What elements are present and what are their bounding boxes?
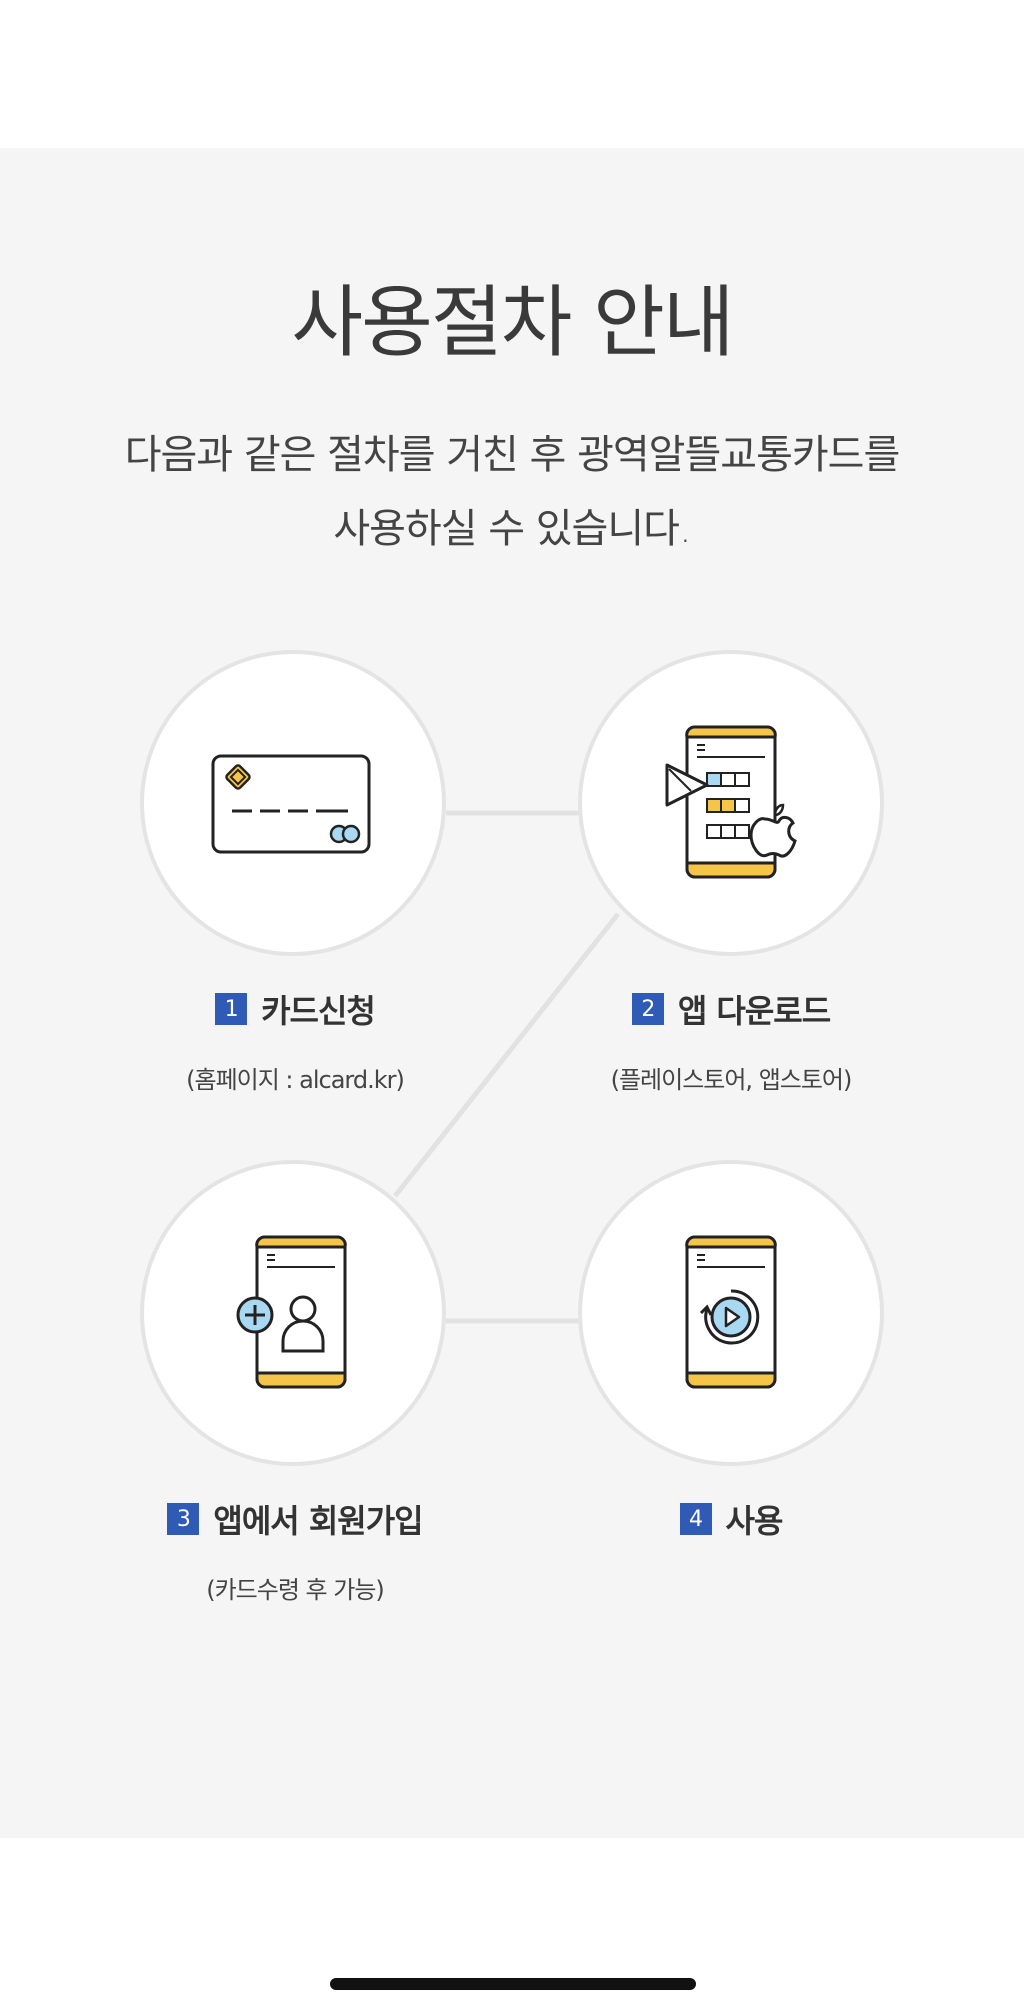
step-2-circle (578, 650, 884, 956)
member-signup-icon (236, 1235, 347, 1389)
step-1-label: 1 카드신청 (85, 986, 505, 1032)
step-3-sub: (카드수령 후 가능) (206, 1576, 385, 1604)
description-line-2: 사용하실 수 있습니다. (333, 506, 691, 552)
step-4-number: 4 (679, 1503, 712, 1535)
description-line-1: 다음과 같은 절차를 거친 후 광역알뜰교통카드를 (124, 432, 901, 478)
credit-card-icon (211, 754, 371, 854)
step-1-sub: (홈페이지 : alcard.kr) (186, 1066, 405, 1094)
step-4-label: 4 사용 (521, 1496, 941, 1542)
usage-guide-section: 사용절차 안내 다음과 같은 절차를 거친 후 광역알뜰교통카드를 사용하실 수… (0, 148, 1024, 1838)
connector-2-3 (393, 912, 620, 1198)
top-blank-area (0, 0, 1024, 148)
step-2-sub: (플레이스토어, 앱스토어) (610, 1066, 853, 1094)
step-4-circle (578, 1160, 884, 1466)
step-1-circle (140, 650, 446, 956)
step-4-title: 사용 (725, 1502, 784, 1540)
home-indicator[interactable] (330, 1978, 696, 1990)
guide-description: 다음과 같은 절차를 거친 후 광역알뜰교통카드를 사용하실 수 있습니다. (60, 418, 964, 566)
step-3-label: 3 앱에서 회원가입 (85, 1496, 505, 1542)
step-3-number: 3 (167, 1503, 200, 1535)
step-3-circle (140, 1160, 446, 1466)
step-2-title: 앱 다운로드 (677, 992, 831, 1030)
step-connectors (393, 810, 620, 1324)
step-3-title: 앱에서 회원가입 (213, 1502, 423, 1540)
step-1-title: 카드신청 (261, 992, 376, 1030)
page-title: 사용절차 안내 (291, 278, 734, 368)
app-download-icon (665, 725, 797, 879)
step-2-label: 2 앱 다운로드 (521, 986, 941, 1032)
step-1-number: 1 (215, 993, 248, 1025)
step-2-number: 2 (631, 993, 664, 1025)
app-use-icon (685, 1235, 777, 1389)
